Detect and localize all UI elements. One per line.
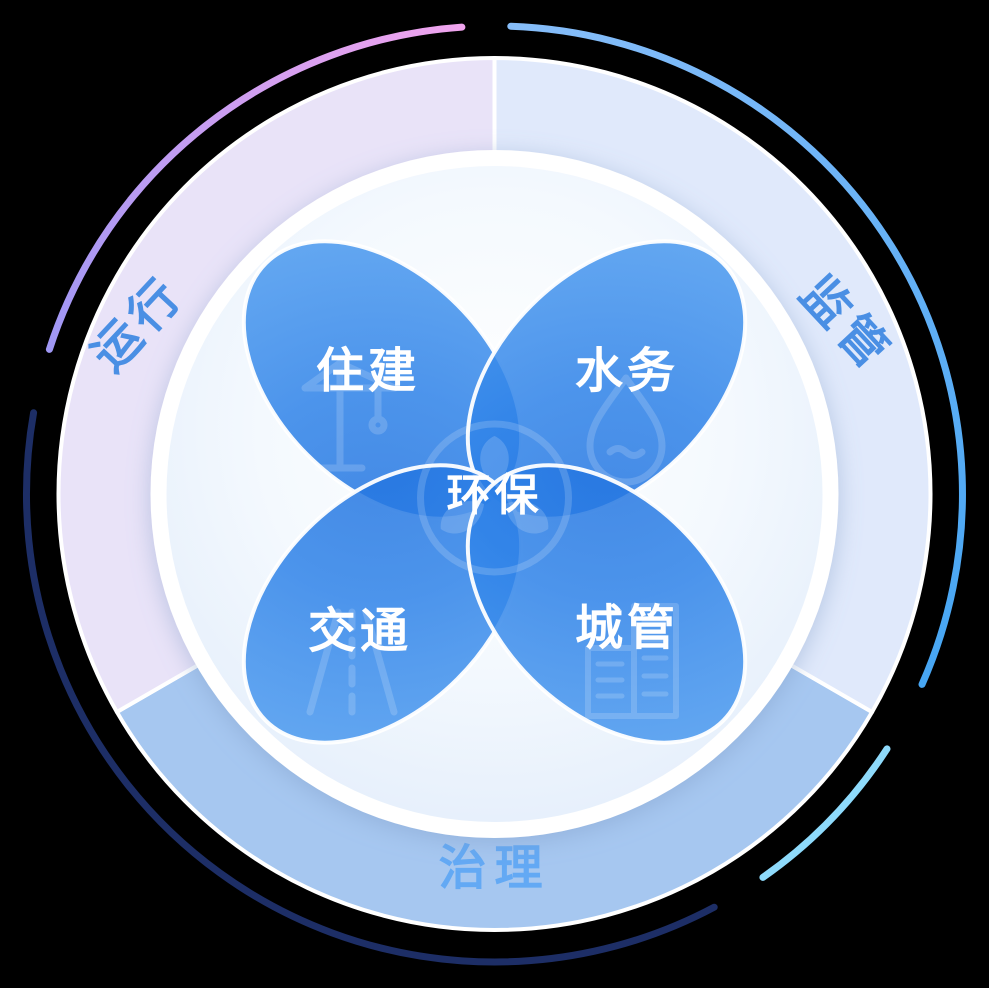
petal-label-traffic: 交通 <box>308 603 412 659</box>
arc-purple <box>45 23 466 353</box>
petal-label-water: 水务 <box>575 343 679 399</box>
eco-wheel-icon <box>417 420 572 576</box>
decor-arcs <box>23 22 966 966</box>
petal-label-urban: 城管 <box>575 600 679 656</box>
petal-watermark-icons <box>301 359 679 719</box>
sector-label-governance: 治理 <box>438 840 550 896</box>
petal-urban <box>465 463 748 745</box>
crane-icon <box>301 359 399 472</box>
arc-cyan <box>759 745 891 881</box>
arc-navy <box>23 409 718 966</box>
center-label: 环保 <box>447 470 543 521</box>
buildings-icon <box>585 603 679 719</box>
arc-blue <box>507 22 966 688</box>
water-drop-icon <box>586 374 666 486</box>
petal-labels: 住建 水务 交通 城管 环保 <box>308 343 679 659</box>
petal-flower: 住建 水务 交通 城管 环保 <box>241 239 748 745</box>
petal-label-housing: 住建 <box>316 343 420 399</box>
road-icon <box>306 608 398 716</box>
